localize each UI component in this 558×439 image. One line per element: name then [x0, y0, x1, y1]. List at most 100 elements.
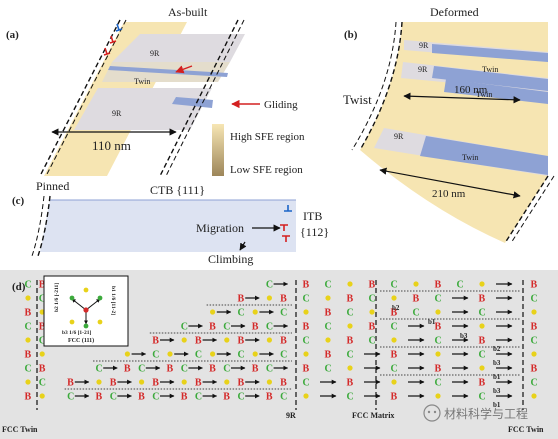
atom-c: C — [435, 294, 442, 305]
atom-a — [325, 337, 331, 343]
watermark: 材料科学与工程 — [423, 404, 528, 422]
b-label-9r-2: 9R — [418, 65, 428, 74]
atom-a — [435, 393, 441, 399]
b-twin-2 — [432, 66, 548, 91]
inset-atom-2 — [97, 295, 103, 301]
atom-a — [266, 295, 272, 301]
atom-b: B — [435, 280, 442, 291]
atom-c: C — [223, 322, 230, 333]
b-twin-3 — [444, 79, 548, 104]
inset-atom-center — [83, 307, 89, 313]
atom-b: B — [369, 280, 376, 291]
label-fcc-twin-right: FCC Twin — [508, 425, 544, 434]
inset-atom-4 — [69, 319, 75, 325]
dimension-110nm-label: 110 nm — [92, 138, 131, 153]
burgers-label-5: b3 — [493, 359, 501, 367]
atom-b: B — [25, 308, 32, 319]
atom-b: B — [280, 378, 287, 389]
as-built-right-edge-2 — [165, 19, 245, 177]
a-band-label-9r-top: 9R — [150, 49, 160, 58]
burgers-label-8: b1 — [493, 401, 501, 409]
c-edge-1 — [37, 195, 51, 257]
climbing-arrow — [239, 241, 247, 251]
as-built-9r-band-top-region — [112, 34, 245, 62]
atom-a — [303, 393, 309, 399]
atom-c: C — [266, 280, 273, 291]
b-label-twin-3: Twin — [462, 153, 478, 162]
burgers-labels: b2 b1 b3 b2 b3 b1 b3 b1 — [392, 304, 501, 409]
atom-a — [39, 351, 45, 357]
atom-c: C — [435, 336, 442, 347]
atom-a — [303, 309, 309, 315]
atom-c: C — [39, 294, 46, 305]
legend-low-sfe: Low SFE region — [230, 164, 303, 176]
atom-c: C — [195, 392, 202, 403]
c-edge-2 — [31, 195, 45, 257]
atom-c: C — [479, 392, 486, 403]
as-built-9r-band-bottom — [74, 88, 212, 130]
atom-c: C — [181, 322, 188, 333]
atom-a — [181, 337, 187, 343]
atom-c: C — [303, 336, 310, 347]
atom-b: B — [347, 294, 354, 305]
label-fcc-matrix: FCC Matrix — [352, 411, 394, 420]
atom-b: B — [39, 364, 46, 375]
atom-a — [325, 295, 331, 301]
atom-c: C — [479, 308, 486, 319]
atom-c: C — [138, 364, 145, 375]
inset-atom-1 — [69, 295, 75, 301]
panel-a-title: As-built — [168, 5, 208, 19]
atom-c: C — [347, 350, 354, 361]
atom-b: B — [479, 336, 486, 347]
atom-c: C — [181, 364, 188, 375]
dimension-210nm — [379, 167, 521, 199]
atom-c: C — [266, 322, 273, 333]
atom-c: C — [347, 308, 354, 319]
atom-b: B — [391, 308, 398, 319]
atom-a — [252, 309, 258, 315]
wechat-icon — [423, 404, 441, 422]
atom-c: C — [391, 280, 398, 291]
atom-b: B — [531, 280, 538, 291]
gliding-label: Gliding — [264, 99, 298, 111]
atom-c: C — [96, 364, 103, 375]
burgers-label-1: b2 — [392, 304, 400, 312]
atom-c: C — [152, 392, 159, 403]
atom-b: B — [391, 392, 398, 403]
burgers-label-3: b3 — [460, 332, 468, 340]
atom-a — [391, 337, 397, 343]
ctb-label: CTB {111} — [150, 183, 205, 197]
atom-c: C — [531, 294, 538, 305]
atom-b: B — [25, 350, 32, 361]
atom-a — [531, 309, 537, 315]
atom-b: B — [369, 322, 376, 333]
inset-title: FCC (111) — [68, 337, 94, 344]
atom-b: B — [303, 364, 310, 375]
atom-a — [181, 379, 187, 385]
a-band-label-twin: Twin — [134, 77, 150, 86]
atom-b: B — [252, 322, 259, 333]
atom-c: C — [531, 336, 538, 347]
atom-a — [391, 379, 397, 385]
atom-a — [25, 379, 31, 385]
inset-arrow-b2 — [71, 298, 87, 311]
atom-b: B — [39, 322, 46, 333]
b-label-9r-3: 9R — [394, 132, 404, 141]
atom-c: C — [280, 308, 287, 319]
atom-c: C — [238, 350, 245, 361]
panel-c-label: (c) — [12, 195, 25, 207]
atom-c: C — [25, 322, 32, 333]
atom-b: B — [391, 350, 398, 361]
atom-b: B — [479, 294, 486, 305]
atom-a — [167, 351, 173, 357]
burgers-label-6: b1 — [493, 373, 501, 381]
atom-c: C — [110, 392, 117, 403]
atom-c: C — [25, 364, 32, 375]
dislocation-symbols-a — [103, 23, 123, 56]
twin-motion-arrow — [175, 65, 193, 74]
atom-b: B — [303, 322, 310, 333]
inset-b2-label: b2 1/6 [-211] — [54, 283, 60, 312]
atom-c: C — [223, 364, 230, 375]
atom-c: C — [531, 378, 538, 389]
